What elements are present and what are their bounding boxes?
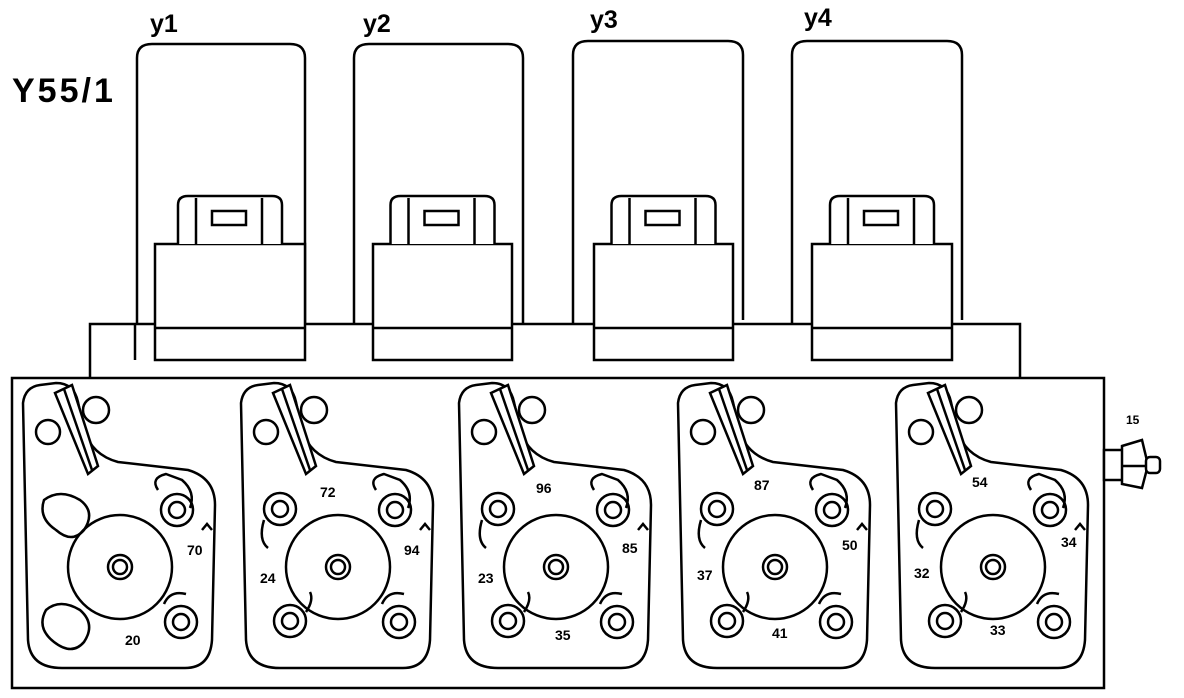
valve-port-3	[457, 381, 653, 670]
port-2-label-24: 24	[260, 570, 276, 586]
port-5-label-32: 32	[914, 565, 930, 581]
coil-label-y3: y3	[590, 6, 618, 34]
port-3-label-96: 96	[536, 480, 552, 496]
port-4-label-37: 37	[697, 567, 713, 583]
valve-port-4	[676, 381, 872, 670]
coil-plug-2	[371, 194, 514, 362]
valve-port-2	[239, 381, 435, 670]
plug-latch-window	[210, 209, 248, 227]
valve-port-5	[894, 381, 1090, 670]
coil-label-y4: y4	[804, 4, 832, 32]
port-2-label-94: 94	[404, 542, 420, 558]
valve-ports	[21, 381, 1090, 670]
port-2-label-72: 72	[320, 484, 336, 500]
port-1-label-70: 70	[187, 542, 203, 558]
connector-fitting-15	[1102, 438, 1162, 490]
port-3-label-23: 23	[478, 570, 494, 586]
port-3-label-85: 85	[622, 540, 638, 556]
coil-plug-3	[592, 194, 735, 362]
port-3-label-35: 35	[555, 627, 571, 643]
coil-plug-1	[153, 194, 307, 362]
port-5-label-54: 54	[972, 474, 988, 490]
valve-disc	[721, 513, 829, 621]
port-1-label-20: 20	[125, 632, 141, 648]
connector-label: 15	[1126, 413, 1140, 427]
valve-port-1	[21, 381, 217, 670]
component-label: Y55/1	[12, 72, 116, 110]
port-5-label-33: 33	[990, 622, 1006, 638]
port-4-label-87: 87	[754, 477, 770, 493]
port-5-label-34: 34	[1061, 534, 1077, 550]
coil-plug-4	[810, 194, 954, 362]
coil-plugs	[153, 194, 954, 362]
valve-disc	[939, 513, 1047, 621]
plug-latch-window	[644, 209, 681, 227]
plug-latch-window	[423, 209, 460, 227]
coil-label-y1: y1	[150, 10, 178, 38]
port-4-label-41: 41	[772, 625, 788, 641]
coil-label-y2: y2	[363, 10, 391, 38]
valve-disc	[284, 513, 392, 621]
plug-latch-window	[862, 209, 900, 227]
valve-body	[10, 376, 1106, 690]
port-4-label-50: 50	[842, 537, 858, 553]
valve-disc	[66, 513, 174, 621]
valve-disc	[502, 513, 610, 621]
port-labels: 70 20 72 94 24 96 85 23 35 87 50 37 41 5…	[125, 474, 1077, 648]
